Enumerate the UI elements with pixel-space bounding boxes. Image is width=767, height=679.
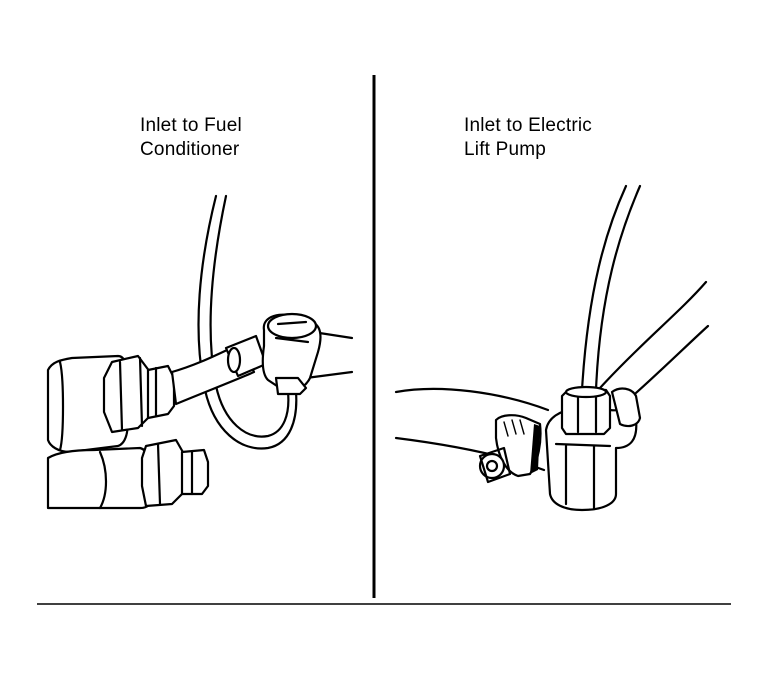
right-thin-tube-right <box>594 184 642 392</box>
right-upper-hose-top <box>598 280 708 390</box>
right-tube-nut <box>560 388 612 436</box>
left-filter-upper-nut <box>102 354 152 434</box>
right-caption-line-1: Inlet to Electric <box>464 115 593 136</box>
left-filter-lower-fitting <box>180 448 210 496</box>
left-hose-barb-end <box>226 346 242 374</box>
left-illustration <box>46 194 354 510</box>
right-tube-nut-face <box>576 390 598 434</box>
left-thin-tube-inner <box>209 194 290 438</box>
right-tube-nut-top <box>564 385 608 399</box>
left-caption-line-2: Conditioner <box>140 139 240 160</box>
left-filter-body-lower-edge <box>98 450 108 510</box>
right-hose-clamp-screw-housing <box>478 446 512 484</box>
right-elbow-collar <box>610 387 642 428</box>
left-filter-upper-fitting <box>146 364 176 420</box>
left-banjo-bolt-head <box>266 312 318 340</box>
left-large-hose-bottom <box>304 370 354 380</box>
left-panel-caption: Inlet to Fuel Conditioner <box>140 114 242 162</box>
right-elbow-hex-edge-1 <box>554 442 612 510</box>
right-thin-tube-left <box>580 184 628 392</box>
right-left-hose-top <box>394 387 550 412</box>
left-filter-lower-nut-face <box>156 442 162 506</box>
left-filter-lower-nut <box>140 438 186 508</box>
right-hose-clamp-screw-slot <box>485 459 499 473</box>
right-panel-caption: Inlet to Electric Lift Pump <box>464 114 592 162</box>
right-illustration <box>394 184 710 512</box>
right-caption-line-2: Lift Pump <box>464 139 547 160</box>
left-filter-upper-nut-face <box>118 356 144 432</box>
left-caption-line-1: Inlet to Fuel <box>140 115 242 136</box>
left-banjo-bolt-face <box>274 320 310 344</box>
left-thin-tube-outer <box>197 194 298 450</box>
left-banjo-lower-nut <box>274 376 308 396</box>
right-clamp-shadow <box>530 424 540 474</box>
right-upper-hose-bottom <box>626 324 710 402</box>
right-hose-clamp-slots <box>503 419 525 437</box>
left-filter-body-upper-edge <box>58 360 65 452</box>
